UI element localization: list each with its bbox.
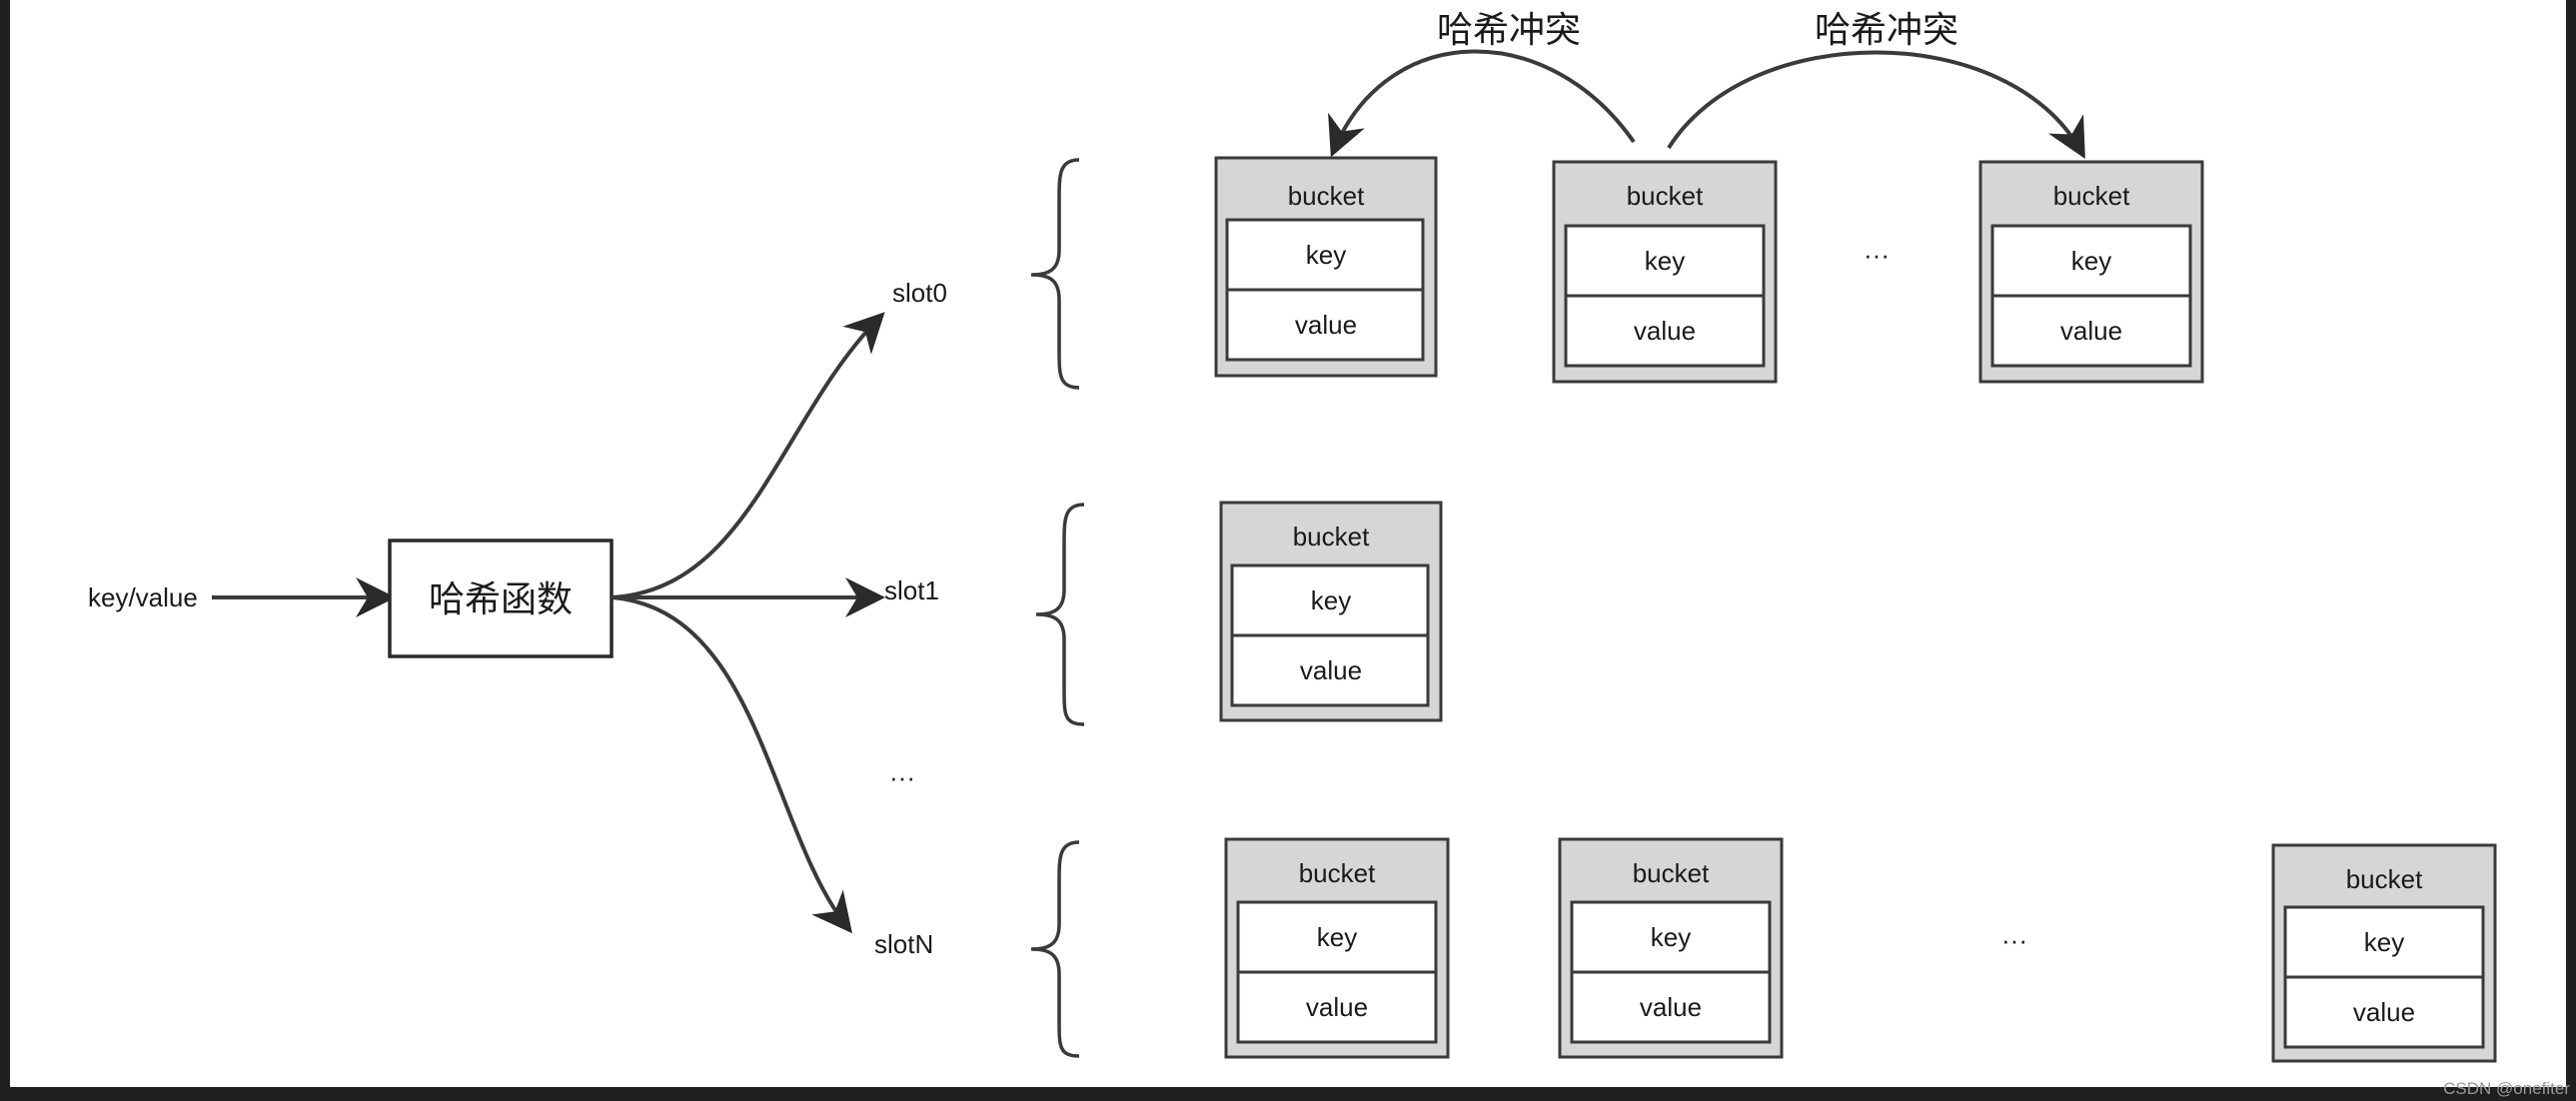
bucket-slotN-2: bucket key value [2271,843,2497,1063]
bucket-value: value [1634,316,1696,346]
bucket-title: bucket [1288,181,1365,211]
bucket-value: value [1300,655,1362,685]
bucket-key: key [1651,922,1691,952]
collision-arc-right [1667,50,2085,159]
bucket-title: bucket [1633,858,1710,888]
brace-slot0 [1030,158,1080,390]
brace-slotN [1030,840,1080,1058]
hash-function-label: 哈希函数 [429,579,573,620]
slot-label-0: slot0 [892,278,947,308]
bucket-key: key [2071,246,2111,276]
slot-label-n: slotN [874,929,933,959]
bucket-key: key [1317,922,1357,952]
collision-label-left: 哈希冲突 [1437,10,1581,51]
brace-slot1 [1035,503,1085,726]
bucket-key: key [1306,240,1346,270]
arrow-to-slot0 [611,312,885,599]
bucket-key: key [1311,585,1351,615]
bucket-value: value [1295,310,1357,340]
bucket-title: bucket [2053,181,2130,211]
bucket-key: key [1645,246,1685,276]
bucket-value: value [2353,997,2415,1027]
bucket-ellipsis-slotN: ··· [2001,925,2027,955]
bucket-value: value [1640,992,1702,1022]
bucket-title: bucket [1293,522,1370,551]
bucket-slot0-0: bucket key value [1214,156,1438,378]
bucket-slot0-2: bucket key value [1978,160,2204,384]
bucket-slotN-0: bucket key value [1224,837,1450,1059]
bucket-slotN-1: bucket key value [1558,837,1784,1059]
bucket-title: bucket [1299,858,1376,888]
collision-label-right: 哈希冲突 [1815,10,1958,51]
bucket-slot0-1: bucket key value [1552,160,1778,384]
bucket-value: value [1306,992,1368,1022]
collision-arc-left [1328,49,1636,158]
bucket-title: bucket [1627,181,1704,211]
bucket-title: bucket [2346,864,2423,894]
bucket-slot1-0: bucket key value [1219,501,1443,722]
hash-table-diagram: key/value 哈希函数 slot0 slot1 ··· slotN 哈希冲… [10,0,2566,1087]
slot-label-1: slot1 [884,575,939,605]
bucket-value: value [2060,316,2122,346]
arrow-to-slotN [611,595,852,934]
diagram-svg: key/value 哈希函数 slot0 slot1 ··· slotN 哈希冲… [88,10,2497,1063]
bucket-ellipsis-slot0: ··· [1864,240,1890,270]
bucket-key: key [2364,927,2404,957]
watermark: CSDN @onefiter [2443,1079,2570,1098]
slot-ellipsis: ··· [889,762,915,792]
input-label: key/value [88,582,198,612]
